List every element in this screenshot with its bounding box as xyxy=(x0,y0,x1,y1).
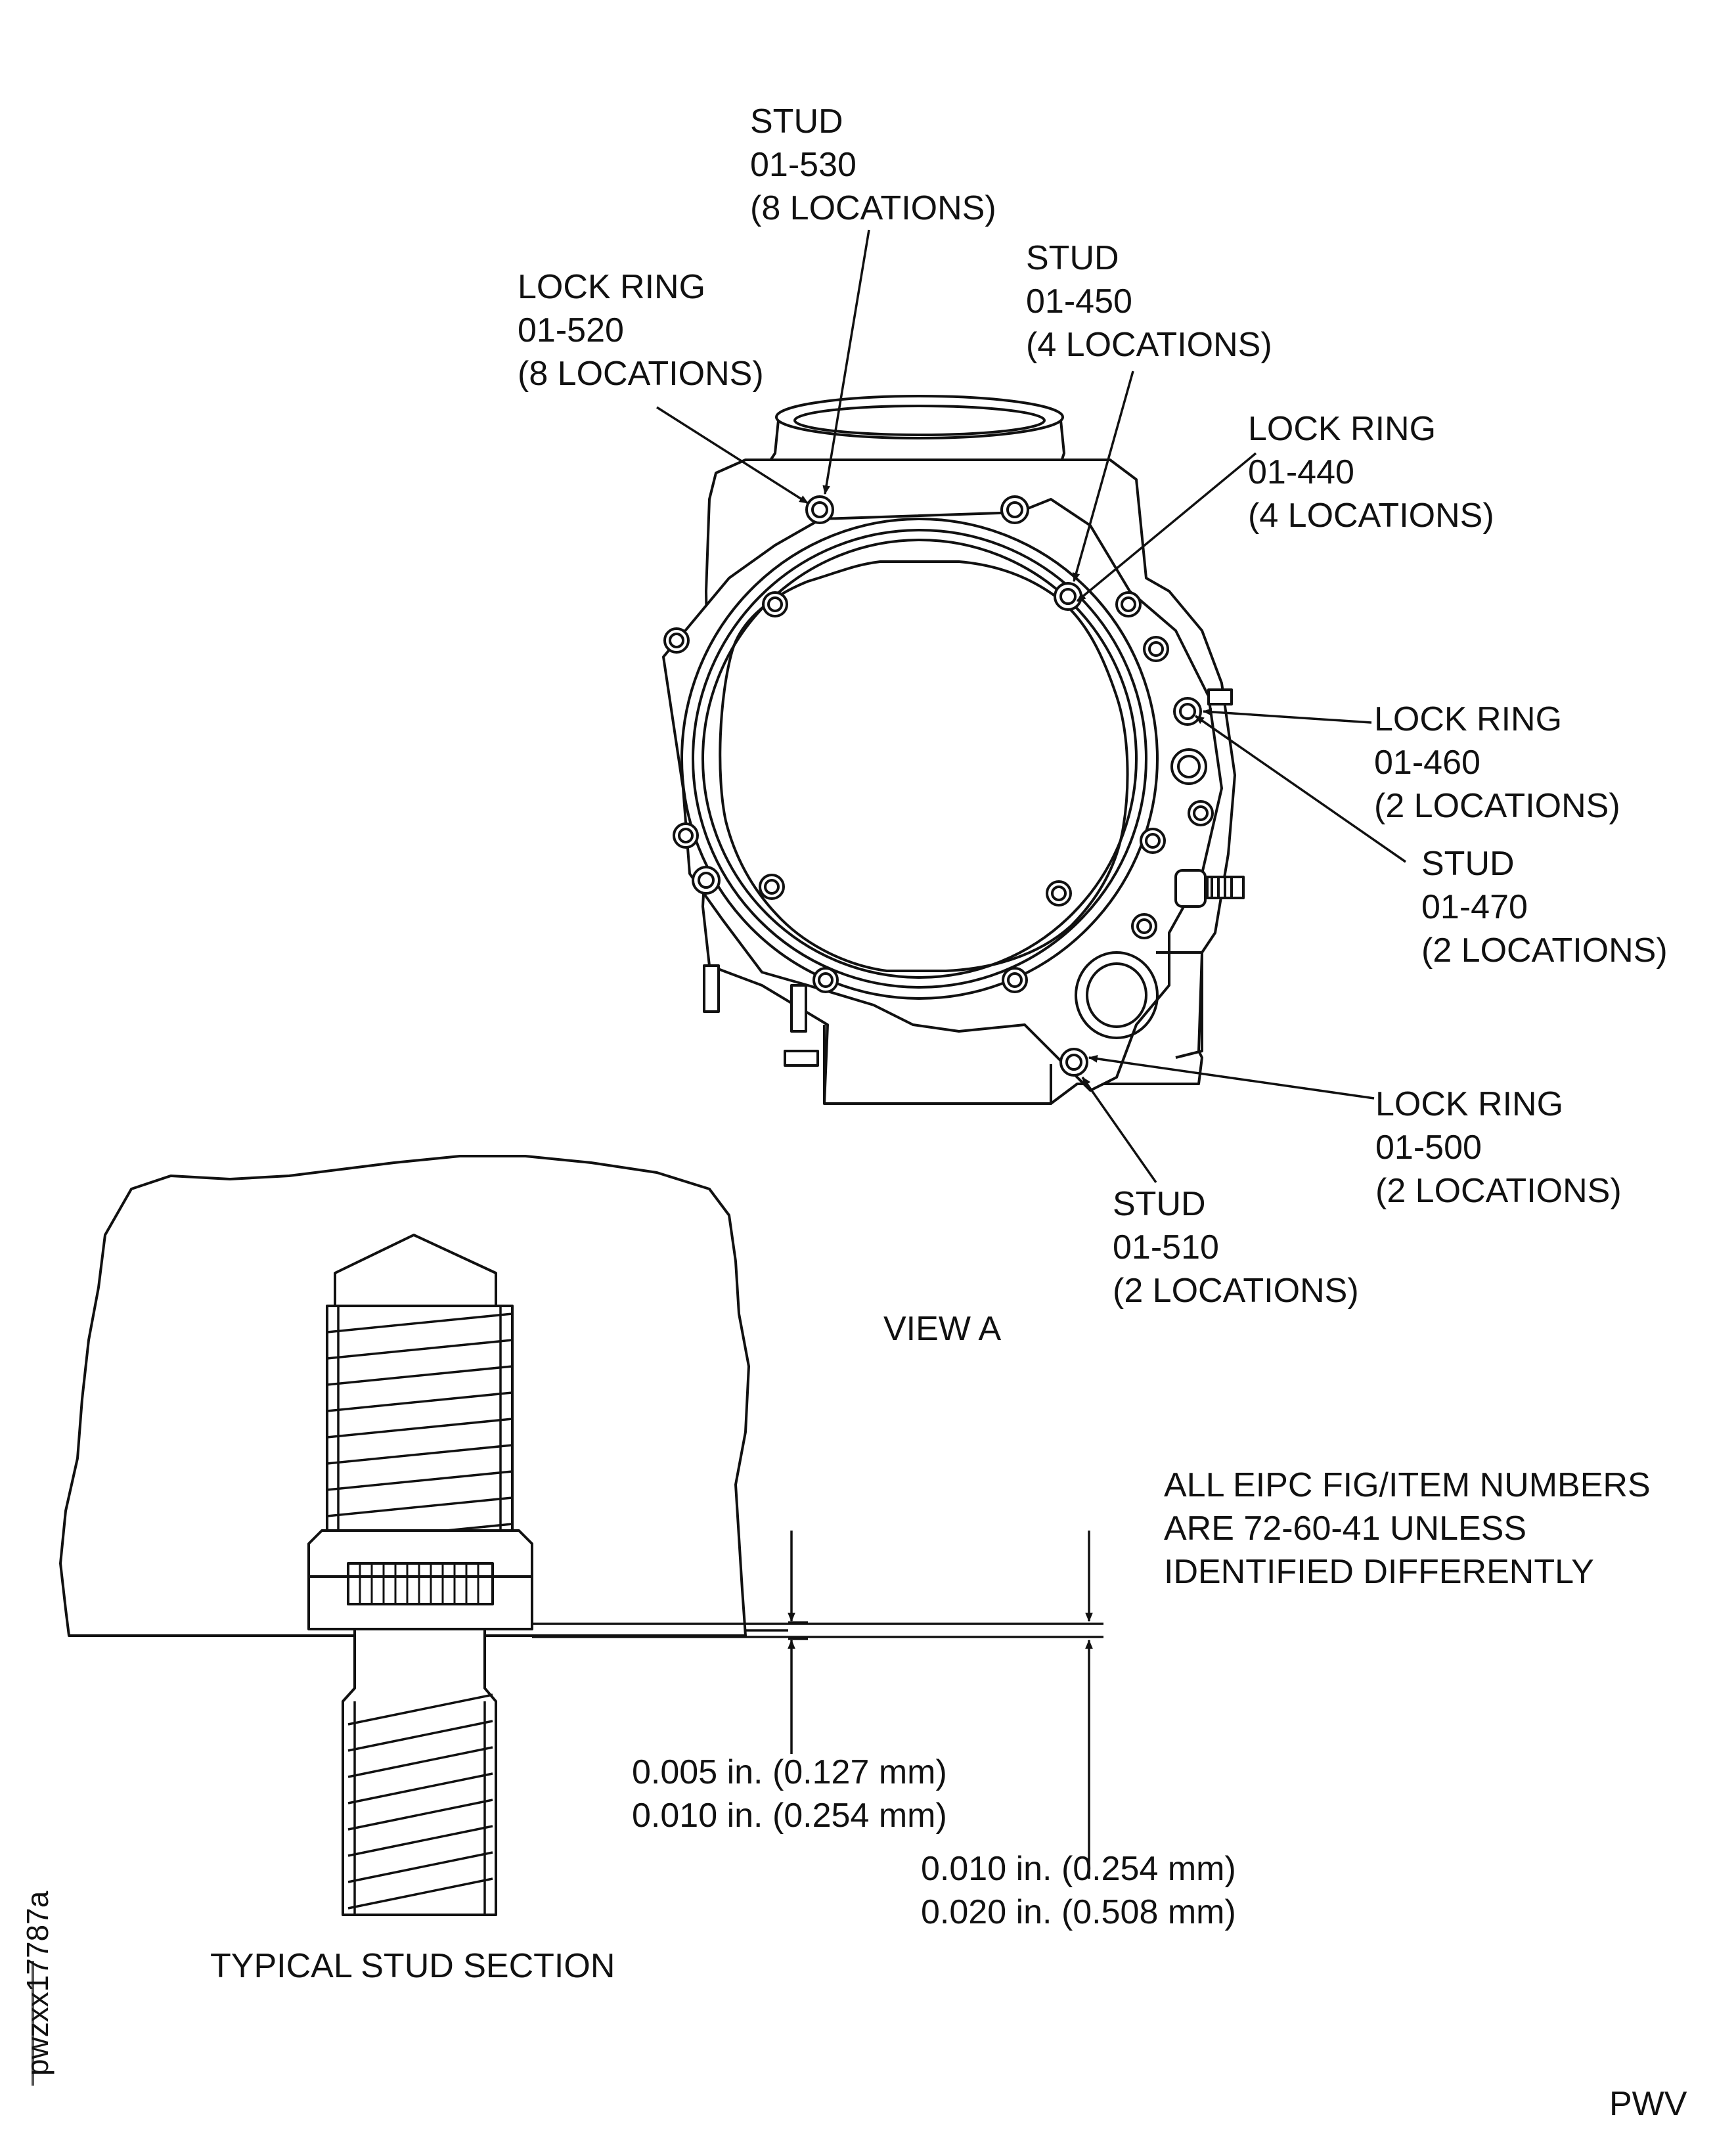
figure-id-rule xyxy=(32,1961,34,2086)
stud-upper-threads xyxy=(326,1306,513,1569)
leader-stud-450 xyxy=(1072,370,1134,583)
callout-lockring-500: LOCK RING 01-500 (2 LOCATIONS) xyxy=(1375,1083,1622,1213)
callout-stud-470: STUD 01-470 (2 LOCATIONS) xyxy=(1421,842,1668,972)
stud-hole xyxy=(692,866,721,895)
callout-title: STUD xyxy=(1113,1185,1206,1223)
housing-neck-rim xyxy=(775,395,1064,439)
callout-qty: (4 LOCATIONS) xyxy=(1026,326,1272,364)
stud-hole xyxy=(762,591,788,617)
callout-number: 01-470 xyxy=(1421,888,1528,926)
note-line-3: IDENTIFIED DIFFERENTLY xyxy=(1164,1553,1594,1591)
dim-stud-line-2: 0.020 in. (0.508 mm) xyxy=(921,1893,1236,1931)
dim-lockring-line-2: 0.010 in. (0.254 mm) xyxy=(632,1797,947,1835)
note-line-2: ARE 72-60-41 UNLESS xyxy=(1164,1510,1527,1548)
flange-stud-holes xyxy=(663,495,1214,1077)
callout-number: 01-500 xyxy=(1375,1129,1482,1167)
stud-hole xyxy=(812,967,839,993)
stud-hole xyxy=(673,822,699,849)
stud-hole xyxy=(1054,582,1082,611)
leader-lockring-460 xyxy=(1202,708,1372,724)
section-label: TYPICAL STUD SECTION xyxy=(210,1947,615,1985)
leader-stud-470 xyxy=(1195,715,1406,863)
stud-hole xyxy=(1115,591,1142,617)
callout-title: STUD xyxy=(1026,239,1119,277)
general-note: ALL EIPC FIG/ITEM NUMBERS ARE 72-60-41 U… xyxy=(1164,1464,1651,1594)
stud-hole xyxy=(1000,495,1029,524)
stud-top-chamfer xyxy=(334,1234,497,1307)
stud-hole xyxy=(805,495,834,524)
stud-hole xyxy=(1170,748,1207,785)
stud-hole xyxy=(1002,967,1028,993)
leader-lockring-440 xyxy=(1076,452,1257,602)
bore-ring-3 xyxy=(701,539,1138,979)
callout-number: 01-530 xyxy=(750,146,857,184)
callout-title: LOCK RING xyxy=(1374,700,1563,738)
leader-stud-530 xyxy=(822,229,870,495)
stud-hole xyxy=(1143,636,1169,662)
callout-number: 01-440 xyxy=(1248,453,1354,491)
stud-hole xyxy=(663,627,690,654)
callout-stud-530: STUD 01-530 (8 LOCATIONS) xyxy=(750,100,996,230)
view-a-label: VIEW A xyxy=(883,1310,1002,1348)
dim-lockring-label: 0.005 in. (0.127 mm) 0.010 in. (0.254 mm… xyxy=(632,1751,947,1837)
callout-title: LOCK RING xyxy=(1375,1085,1564,1123)
lock-ring-serrations xyxy=(347,1562,494,1605)
callout-title: LOCK RING xyxy=(518,268,706,306)
callout-number: 01-520 xyxy=(518,311,624,349)
stud-hole xyxy=(1140,828,1166,854)
dimension-arrows xyxy=(788,1531,1093,1879)
callout-qty: (2 LOCATIONS) xyxy=(1113,1272,1359,1310)
stud-lower-body xyxy=(342,1628,497,1916)
stud-section xyxy=(59,1155,1103,1916)
stud-hole xyxy=(1131,913,1157,939)
bore-outer-ring xyxy=(680,518,1159,1000)
callout-qty: (2 LOCATIONS) xyxy=(1374,787,1620,825)
oil-port-outer xyxy=(1075,951,1159,1039)
bore-ring-2 xyxy=(692,529,1147,989)
callout-stud-450: STUD 01-450 (4 LOCATIONS) xyxy=(1026,236,1272,367)
stud-lower-threads xyxy=(347,1693,493,1915)
callout-qty: (2 LOCATIONS) xyxy=(1421,931,1668,970)
housing-view-a xyxy=(662,395,1245,1105)
callout-number: 01-450 xyxy=(1026,282,1132,321)
callout-lockring-520: LOCK RING 01-520 (8 LOCATIONS) xyxy=(518,265,764,395)
dim-stud-label: 0.010 in. (0.254 mm) 0.020 in. (0.508 mm… xyxy=(921,1847,1236,1934)
leader-lines xyxy=(656,229,1406,1184)
leader-lockring-520 xyxy=(656,406,809,504)
stud-hole xyxy=(1046,880,1072,907)
callout-lockring-440: LOCK RING 01-440 (4 LOCATIONS) xyxy=(1248,407,1494,537)
figure-id: pwzxx17787a xyxy=(20,1891,55,2076)
note-line-1: ALL EIPC FIG/ITEM NUMBERS xyxy=(1164,1466,1651,1504)
callout-qty: (8 LOCATIONS) xyxy=(750,189,996,227)
leader-lockring-500 xyxy=(1088,1055,1375,1100)
stud-hole xyxy=(759,874,785,900)
dim-lockring-line-1: 0.005 in. (0.127 mm) xyxy=(632,1753,947,1791)
callout-title: STUD xyxy=(1421,845,1515,883)
oil-port-inner xyxy=(1086,962,1147,1028)
bore-inner-opening xyxy=(719,560,1129,972)
stud-hole xyxy=(1059,1048,1088,1077)
callout-number: 01-460 xyxy=(1374,744,1480,782)
dim-stud-line-1: 0.010 in. (0.254 mm) xyxy=(921,1850,1236,1888)
corner-mark: PWV xyxy=(1609,2085,1687,2123)
callout-title: STUD xyxy=(750,102,843,141)
stud-hole xyxy=(1188,800,1214,826)
callout-qty: (2 LOCATIONS) xyxy=(1375,1172,1622,1210)
callout-qty: (8 LOCATIONS) xyxy=(518,355,764,393)
stud-hole xyxy=(1173,697,1202,726)
callout-qty: (4 LOCATIONS) xyxy=(1248,497,1494,535)
callout-number: 01-510 xyxy=(1113,1228,1219,1266)
callout-title: LOCK RING xyxy=(1248,410,1436,448)
leader-stud-510 xyxy=(1081,1076,1157,1184)
callout-stud-510: STUD 01-510 (2 LOCATIONS) xyxy=(1113,1182,1359,1312)
callout-lockring-460: LOCK RING 01-460 (2 LOCATIONS) xyxy=(1374,698,1620,828)
